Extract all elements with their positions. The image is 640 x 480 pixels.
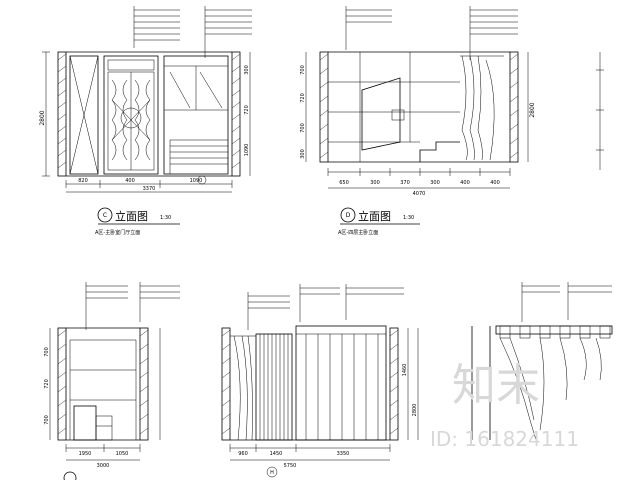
right-dim-f-1: 2800 <box>412 404 418 417</box>
leader-labels-c <box>133 6 252 58</box>
leader-labels-g <box>521 282 612 322</box>
bottom-dim-d-2: 370 <box>400 180 410 186</box>
elevation-e: 700 720 700 1950 1050 3000 <box>44 282 180 480</box>
view-scale-d: 1:30 <box>403 215 414 221</box>
bottom-dim-d-5: 400 <box>490 180 500 186</box>
view-letter-d: D <box>346 212 351 219</box>
total-dim-e: 3000 <box>97 463 110 469</box>
left-dim-e-0: 700 <box>44 347 50 357</box>
watermark-id: ID: 161824111 <box>430 427 579 451</box>
leader-labels-e <box>85 282 180 330</box>
curtain-f <box>230 335 256 441</box>
elevation-partial-right <box>596 52 604 170</box>
title-c: C 立面图 1:30 A区-主卧室门厅立面 <box>95 207 180 236</box>
bottom-dim-f-1: 1450 <box>270 451 283 457</box>
left-dim-e-1: 720 <box>44 379 50 389</box>
right-dim-c-1: 720 <box>244 105 250 115</box>
valance-g <box>499 337 602 441</box>
bottom-dim-f-2: 3350 <box>337 451 350 457</box>
bottom-dim-d-0: 650 <box>339 180 349 186</box>
right-dim-f-0: 1460 <box>402 364 408 377</box>
elevation-f: 1460 2800 960 1450 3350 5750 H <box>221 284 419 478</box>
title-d: D 立面图 1:30 A区-四层主卧立面 <box>338 207 420 236</box>
bottom-dim-d-1: 300 <box>370 180 380 186</box>
right-dim-c-0: 300 <box>244 65 250 75</box>
watermark: 知末 ID: 161824111 <box>430 360 579 451</box>
bottom-dim-c-0: 820 <box>78 178 88 184</box>
view-title-c: 立面图 <box>115 209 148 223</box>
height-dim-c: 2800 <box>39 110 46 125</box>
leader-labels-d <box>345 6 518 60</box>
total-dim-f: 5750 <box>284 463 297 469</box>
view-scale-c: 1:30 <box>160 215 171 221</box>
view-title-d: 立面图 <box>358 209 391 223</box>
total-dim-c: 3370 <box>143 186 156 192</box>
axis-marker-f: H <box>270 470 274 476</box>
curtain-d <box>460 55 504 161</box>
left-dim-e-2: 700 <box>44 415 50 425</box>
left-dim-d-0: 700 <box>300 65 306 75</box>
leader-labels-f <box>247 284 404 330</box>
bottom-dim-e-0: 1950 <box>79 451 92 457</box>
elevation-g <box>471 282 613 441</box>
left-dim-d-1: 720 <box>300 93 306 103</box>
view-subtitle-d: A区-四层主卧立面 <box>338 229 378 236</box>
bottom-dim-e-1: 1050 <box>116 451 129 457</box>
height-dim-d: 2800 <box>529 102 536 117</box>
left-dim-d-3: 300 <box>300 149 306 159</box>
door-ornament <box>111 79 151 161</box>
view-letter-c: C <box>103 212 107 219</box>
bottom-dim-c-2: 1090 <box>190 178 203 184</box>
watermark-brand: 知末 <box>452 360 540 411</box>
bottom-dim-c-1: 400 <box>125 178 135 184</box>
total-dim-d: 4070 <box>413 191 426 197</box>
right-dim-c-2: 1090 <box>244 144 250 157</box>
bottom-dim-d-4: 400 <box>460 180 470 186</box>
bottom-dim-f-0: 960 <box>238 451 248 457</box>
left-dim-d-2: 700 <box>300 123 306 133</box>
elevation-d: 700 720 700 300 2800 650 300 370 300 400… <box>300 6 536 236</box>
view-subtitle-c: A区-主卧室门厅立面 <box>95 229 140 236</box>
elevation-c: 2800 300 720 1090 820 400 1090 3370 C 立面… <box>39 6 252 236</box>
bottom-dim-d-3: 300 <box>430 180 440 186</box>
